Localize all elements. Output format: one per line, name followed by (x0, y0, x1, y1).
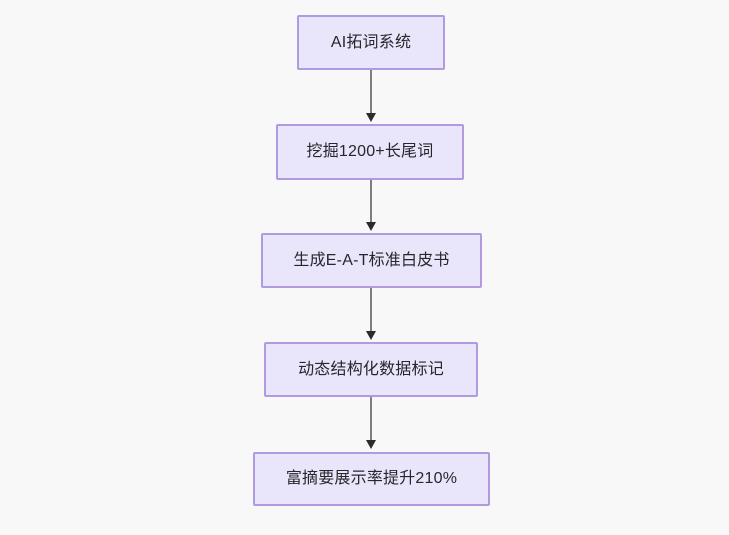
flow-arrowhead-2-3 (366, 222, 376, 231)
flow-arrowhead-1-2 (366, 113, 376, 122)
flow-node-eat-whitepaper[interactable]: 生成E-A-T标准白皮书 (261, 233, 482, 288)
flow-node-label: 动态结构化数据标记 (298, 360, 444, 378)
flow-connector-1-2 (370, 70, 372, 115)
flow-node-label: 挖掘1200+长尾词 (306, 143, 434, 160)
flow-node-label: 生成E-A-T标准白皮书 (293, 251, 450, 269)
flow-connector-3-4 (370, 288, 372, 333)
flow-node-ai-keyword-system[interactable]: AI拓词系统 (297, 15, 445, 70)
flow-node-structured-data-markup[interactable]: 动态结构化数据标记 (264, 342, 478, 397)
flow-connector-2-3 (370, 180, 372, 224)
flow-node-longtail-keywords[interactable]: 挖掘1200+长尾词 (276, 124, 464, 180)
flow-connector-4-5 (370, 397, 372, 442)
flow-node-label: 富摘要展示率提升210% (285, 470, 458, 487)
flow-node-rich-snippet-growth[interactable]: 富摘要展示率提升210% (253, 452, 490, 506)
flow-node-label: AI拓词系统 (330, 33, 412, 51)
flow-arrowhead-4-5 (366, 440, 376, 449)
flow-arrowhead-3-4 (366, 331, 376, 340)
